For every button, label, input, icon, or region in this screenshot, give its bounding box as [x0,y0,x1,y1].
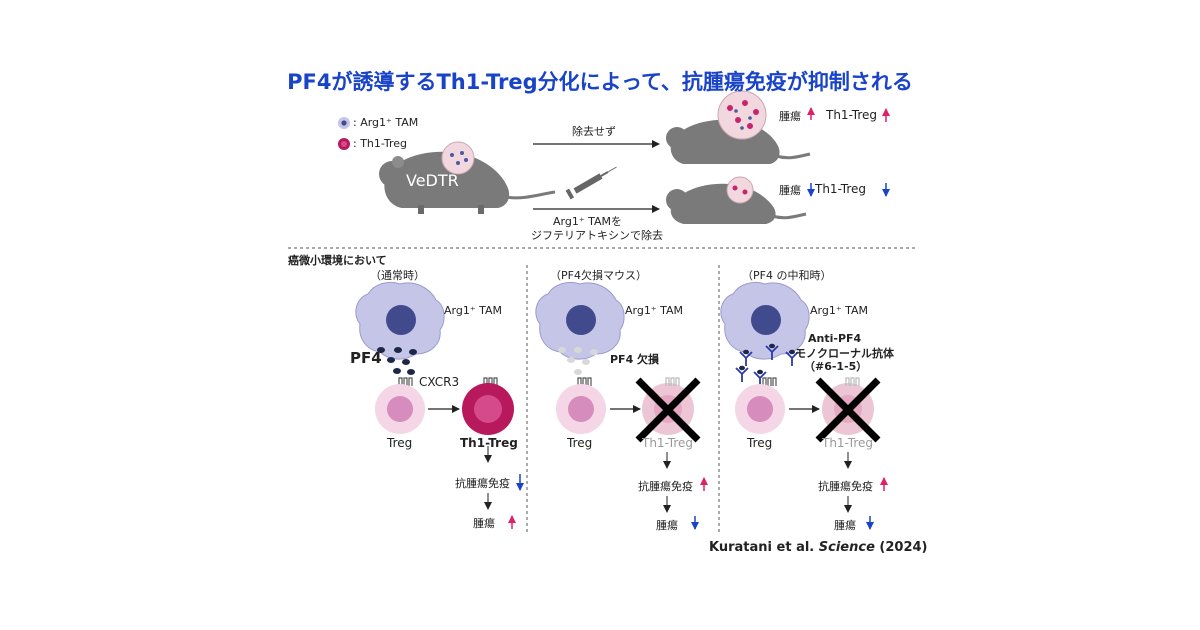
panel-2-treg-cell [556,384,606,434]
legend-arg1-tam-label: : Arg1⁺ TAM [353,116,419,129]
panel-2-treg-label: Treg [567,436,593,450]
panel-1-pf4-label: PF4 [350,349,382,367]
citation-year: (2024) [874,540,928,555]
panel-3-neutralized-pf4-dots [739,343,795,375]
panel-1-cxcr3-receptor-icon [398,377,413,386]
tumor-shrunk-icon [726,176,754,204]
panel-1-th1-receptor-icon [483,377,498,386]
lower-arrow-label-1: Arg1⁺ TAMを [553,215,623,228]
panel-1-immunity-label: 抗腫瘍免疫 [455,477,510,490]
panel-2-condition: （PF4欠損マウス） [550,269,647,282]
panel-1-th1-treg-cell [462,383,514,435]
legend-arg1-tam-icon [338,117,350,129]
panel-3-tumor-label: 腫瘍 [834,519,856,532]
mouse-label: VeDTR [406,171,459,190]
lower-result-tumor-label: 腫瘍 [779,184,801,197]
panel-3-antibody-label-1: Anti-PF4 [808,332,862,345]
panel-3-antibody-label-2: モノクローナル抗体 [795,347,894,360]
panel-3-receptor-icon [762,377,777,386]
figure-title: PF4が誘導するTh1-Treg分化によって、抗腫瘍免疫が抑制される [287,70,913,94]
panel-1-tumor-label: 腫瘍 [473,517,495,530]
panel-3-treg-cell [735,384,785,434]
legend-th1-treg-label: : Th1-Treg [353,137,407,150]
panel-2-cross-icon [635,377,701,443]
panel-1-tam-label: Arg1⁺ TAM [444,304,503,317]
tumor-large-icon [717,90,767,140]
upper-arrow-label: 除去せず [572,125,616,138]
panel-3-cross-icon [815,377,881,443]
panel-1-treg-label: Treg [387,436,413,450]
panel-3-treg-label: Treg [747,436,773,450]
lower-result-th1-label: Th1-Treg [815,182,867,196]
panel-2-pf4-label: PF4 欠損 [610,353,660,366]
citation-authors: Kuratani et al. [709,540,819,555]
panel-2-receptor-icon [577,377,592,386]
upper-result-th1-label: Th1-Treg [826,108,878,122]
section-label: 癌微小環境において [288,254,387,267]
syringe-icon [565,166,617,200]
upper-result-tumor-label: 腫瘍 [779,110,801,123]
panel-2-tam-label: Arg1⁺ TAM [625,304,684,317]
panel-3-tam-cell [720,281,810,360]
panel-3-antibody-label-3: （#6-1-5） [804,360,868,373]
panel-1-treg-cell [375,384,425,434]
panel-1-tam-cell [355,281,445,360]
mouse-vedtr-icon [379,151,556,214]
legend-th1-treg-icon [338,138,350,150]
panel-3-immunity-label: 抗腫瘍免疫 [818,480,873,493]
tumor-small-icon [441,141,475,175]
panel-3-condition: （PF4 の中和時） [742,269,832,282]
panel-2-tumor-label: 腫瘍 [656,519,678,532]
lower-arrow-label-2: ジフテリアトキシンで除去 [531,229,663,242]
panel-2-immunity-label: 抗腫瘍免疫 [638,480,693,493]
panel-3-tam-label: Arg1⁺ TAM [810,304,869,317]
panel-1-pf4-dots [377,347,417,375]
panel-2-tam-cell [535,281,625,360]
panel-1-condition: （通常時） [370,269,425,282]
citation: Kuratani et al. Science (2024) [709,540,927,555]
panel-3-th1-label: Th1-Treg [822,436,874,450]
panel-1-th1-label: Th1-Treg [460,436,518,450]
panel-1-receptor-label: CXCR3 [419,375,460,389]
panel-3-antibody-icons [735,345,799,386]
panel-2-th1-label: Th1-Treg [642,436,694,450]
citation-journal: Science [818,540,875,555]
panel-2-pf4-dots-faded [558,347,598,375]
